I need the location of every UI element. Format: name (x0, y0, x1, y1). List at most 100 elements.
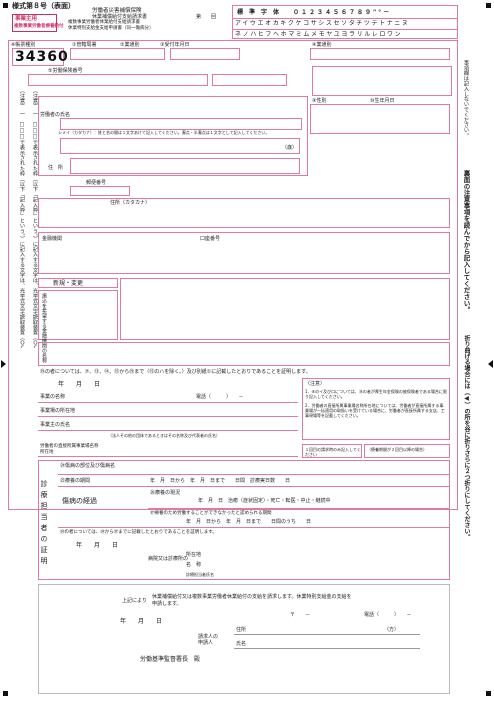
form-type-value: 34360 (15, 49, 69, 65)
business-tel: 電話（ ） － (196, 394, 244, 400)
diag-row2: ㉕療養の期間 (60, 478, 91, 484)
first-claim-stamp: １回目の請求時のみ記入してください (302, 444, 362, 458)
birth-input[interactable] (310, 104, 450, 134)
badge-line1: 事業主用 (15, 16, 38, 22)
remark-title: （注意） (305, 381, 326, 387)
date-columns[interactable] (312, 66, 452, 96)
new-change-label: 新規・変更 (53, 280, 84, 287)
form-type-label: ※帳票種別 (11, 42, 36, 48)
declaration-applicant: 請求人の 申請人 (198, 634, 219, 646)
title-line: 休業特別支給金支給申請書（同一傷病分） (68, 26, 154, 31)
period-input[interactable] (212, 74, 287, 86)
kanjo-input[interactable] (310, 48, 450, 60)
main-form-frame (8, 40, 458, 510)
new-change-box: 新規・変更 (38, 278, 118, 288)
age-label: （歳） (282, 145, 298, 151)
corner-mark (3, 3, 8, 8)
label-bank: 金融機関 (42, 236, 63, 242)
corner-mark (486, 3, 491, 8)
kanri-input[interactable] (70, 48, 165, 60)
badge: 事業主用 複数事業労働者療養給付 (12, 14, 64, 32)
bank-section[interactable] (38, 232, 450, 274)
label-worker-name: 労働者の氏名 (40, 112, 71, 118)
address-input[interactable] (70, 158, 300, 174)
glyph-title: 標 準 字 体 (237, 9, 280, 16)
glyph-kana-row2: ネノハヒフヘホマミムメモヤユヨラリルレロワン (235, 31, 403, 38)
diagnosis-title: 診療担当者の証明 (40, 480, 48, 568)
kana-name-input[interactable] (60, 118, 302, 130)
declaration-postal: 〒 － (290, 612, 311, 618)
postal-input[interactable] (70, 186, 130, 196)
label-kana-addr: 住所（カタカナ） (110, 200, 151, 206)
corner-mark (3, 691, 8, 696)
title-line: 労働者災害補償保険 (92, 8, 142, 14)
fold-text: 折り曲げる場合には（◀）の所を谷に折りさらに２つ折りにしてください。 (463, 335, 470, 540)
remark-2: 2．労働者の直接所属事業場名称所在地については、労働者が直接所属する事業場が一括… (305, 403, 445, 418)
uketsuke-input[interactable] (170, 48, 240, 60)
label-address: 住 所 (48, 165, 64, 171)
badge-line2: 複数事業労働者療養給付 (14, 24, 64, 29)
fold-arrow-right (488, 360, 493, 368)
notes-left: （注意） 一 □□□で表示された枠（以下「記入枠」という。）に記入する文字は、光… (11, 88, 25, 348)
title-line: 休業補償給付支給請求書 (92, 14, 148, 20)
corner-mark (486, 691, 491, 696)
diag-doctor: 診療担当者氏名 (186, 572, 214, 577)
diag-hospital-addr: 所在地 (186, 552, 202, 558)
declaration-office: 労働基準監督署長 殿 (140, 656, 201, 663)
diagnosis-section (38, 460, 450, 580)
stamp-2-text: （療養期間が２回目以降の場合） (367, 447, 427, 452)
form-id: 様式第８号（表面） (12, 2, 75, 10)
diag-row3-val: 年 月 日 治癒（症状固定）・死亡・転医・中止・継続中 (198, 498, 331, 504)
diag-hospital-name: 名 称 (186, 562, 202, 568)
declaration-addr-suffix: （方） (384, 627, 400, 633)
declaration-text: 休業補償給付又は複数事業労働者休業給付の支給を請求します。休業特別支給金の支給を… (152, 594, 352, 607)
standard-glyph-table: 標 準 字 体 ０１２３４５６７８９"°－ アイウエオカキクケコサシスセソタチツ… (232, 5, 458, 39)
label-kanri: ①管轄局署 (72, 42, 97, 48)
diag-row2-range: 年 月 日から 年 月 日まで 日間 診療実日数 日 (150, 478, 291, 484)
label-direct-office: 労働者の直接所属事業場名称所在地 (40, 444, 99, 455)
remark-1: 1．⑨のイ及びロについては、⑲の者が厚生年金保険の被保険者である場合に限り記入し… (305, 389, 447, 399)
second-claim-stamp: （療養期間が２回目以降の場合） (364, 444, 450, 458)
bank-name-box[interactable]: 振込を希望する金融機関の名称 (38, 290, 118, 363)
diag-row4-val: 年 月 日から 年 月 日まで 日間のうち 日 (186, 519, 312, 525)
diag-progress: 傷病の経過 (62, 497, 97, 505)
label-account: 口座番号 (200, 236, 221, 242)
label-kanjo: ④業通別 (312, 42, 332, 48)
label-business-addr: 事業場の所在地 (40, 408, 76, 414)
notes-right: 裏面の注意事項を読んでから記入してください。 (462, 170, 470, 313)
worker-name-input[interactable] (60, 138, 300, 154)
bank-name-label: 振込を希望する金融機関の名称 (41, 293, 47, 363)
label-gender: ⑨性別 (312, 98, 327, 104)
stamp-1-text: １回目の請求時のみ記入してください (305, 447, 361, 457)
transfer-details[interactable] (120, 278, 450, 340)
declaration-name-label: 氏名 (236, 641, 247, 647)
title-line: 複数事業労働者休業給付支給請求書 (68, 20, 140, 25)
form-type-box: 34360 (12, 48, 68, 66)
owner-note: （法人その他の団体であるときはその名称及び代表者の氏名） (108, 433, 220, 438)
diag-row1: ㉔傷病の部位及び傷病名 (60, 463, 116, 469)
label-business-owner: 事業主の氏名 (40, 422, 71, 428)
diag-row3: ㉖療養の現況 (150, 490, 181, 496)
declaration-tel: 電話（ ） － (364, 612, 412, 618)
label-uketsuke: ③受付年月日 (160, 42, 190, 48)
glyph-kana-row1: アイウエオカキクケコサシスセソタチツテトナニヌ (235, 20, 410, 27)
fold-arrow-left (1, 360, 6, 368)
times-label: 第 回 (196, 14, 217, 20)
side-note-top: 事項欄は記入しないでください。 (463, 60, 469, 138)
diag-hospital-label: 病院又は診療所の (148, 556, 189, 562)
kana-address-section[interactable] (38, 198, 450, 228)
label-birth: ⑩生年月日 (370, 98, 395, 104)
label-nenkin: ⑤労働保険番号 (48, 68, 83, 74)
label-kana-name: シメイ（カタカナ）：姓と名の間は１文字あけて記入してください。濁点・半濁点は１文… (58, 130, 270, 135)
diag-cert: ㉔の者については、㉔から㉗までに記載したとおりであることを証明します。 (60, 530, 217, 535)
declaration-address-label: 住所 (236, 627, 247, 633)
glyph-digits: ０１２３４５６７８９"°－ (293, 9, 392, 16)
diag-date: 年 月 日 (76, 542, 119, 549)
declaration-prefix: 上記により (122, 598, 147, 604)
label-business-name: 事業の名称 (40, 394, 66, 400)
notes-left-cont: （注意） 一 □□□で表示された枠（以下「記入枠」という。）に記入する文字は、光… (24, 88, 38, 348)
nenkin-input[interactable] (28, 74, 208, 86)
account-holder[interactable] (38, 342, 450, 366)
label-postal: 郵便番号 (86, 180, 107, 186)
diag-row4: ㉗療養のため労働することができなかったと認められる期間 (150, 511, 272, 516)
